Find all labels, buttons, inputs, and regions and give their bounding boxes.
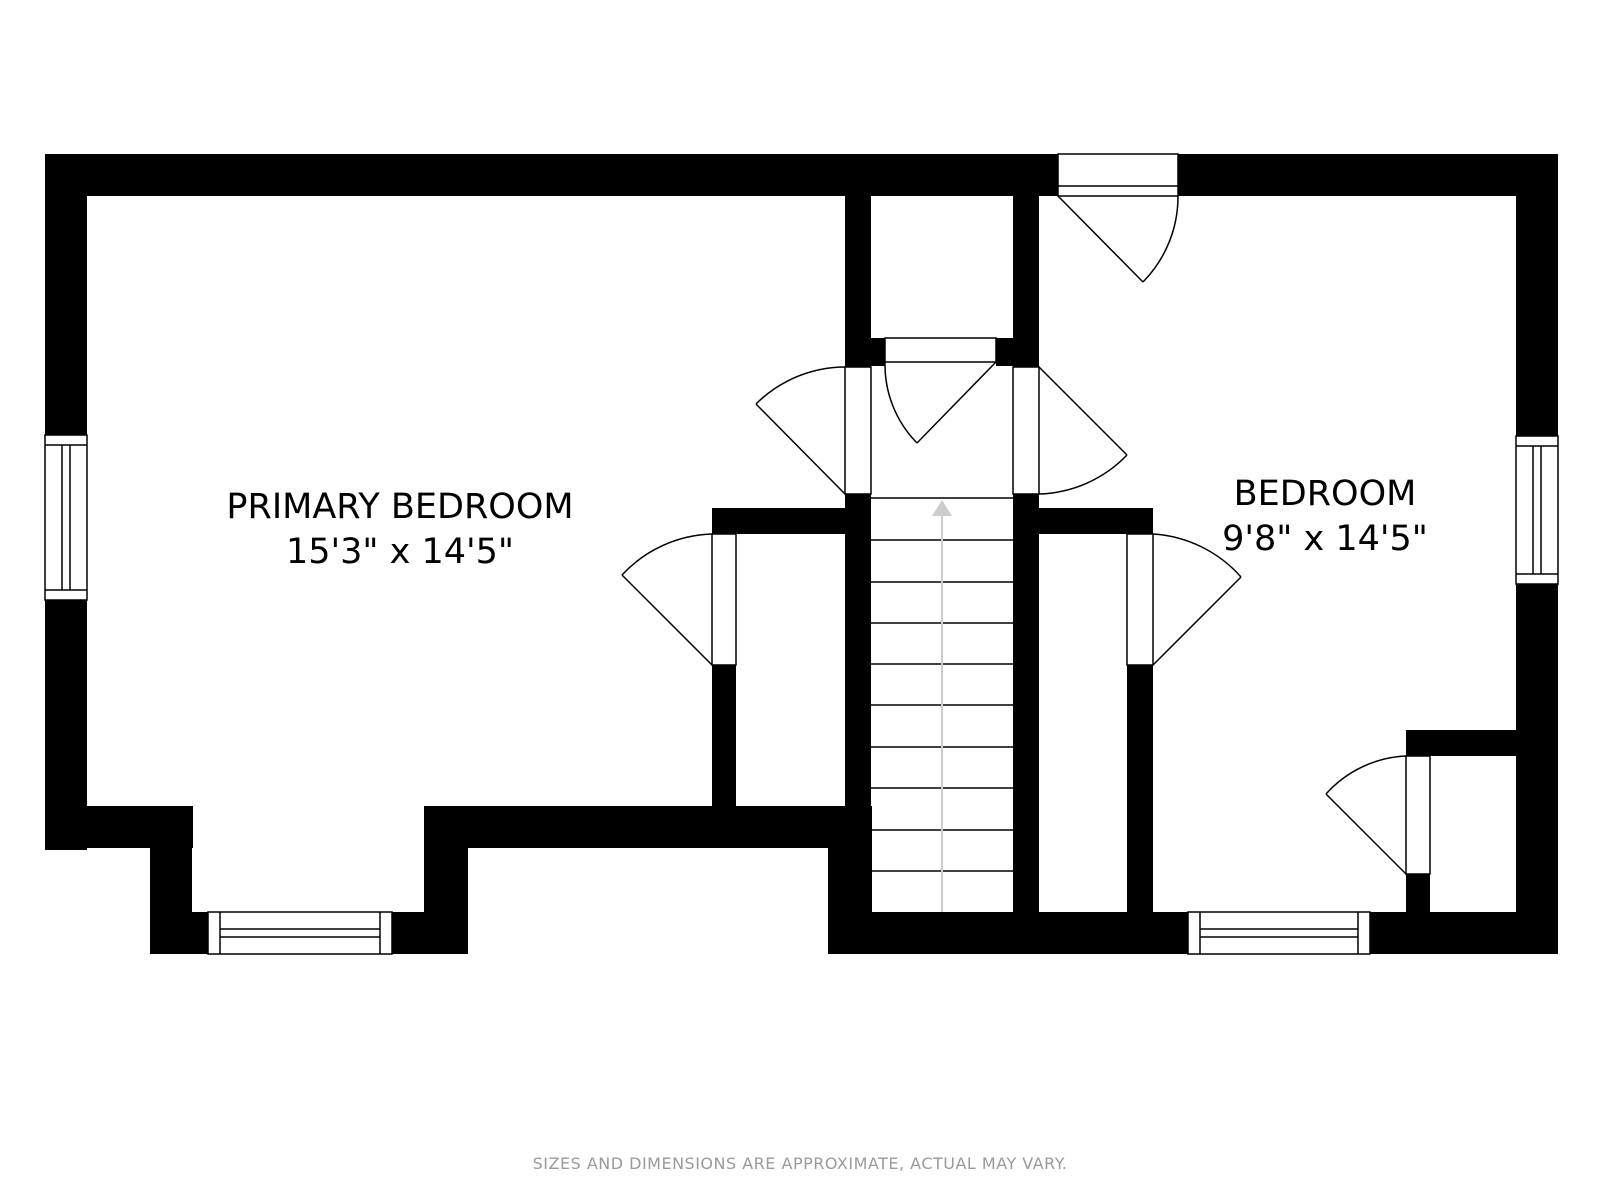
windows (44, 434, 1559, 955)
window-icon (44, 434, 88, 601)
doors (621, 153, 1431, 875)
window-icon (1187, 911, 1371, 955)
bedroom-size: 9'8" x 14'5" (1222, 519, 1428, 559)
disclaimer-text: SIZES AND DIMENSIONS ARE APPROXIMATE, AC… (533, 1154, 1068, 1173)
bedroom-name: BEDROOM (1234, 474, 1417, 514)
walls (45, 154, 1558, 954)
door-swing-icon (755, 366, 872, 495)
stair-direction-arrow-icon (932, 500, 952, 912)
door-swing-icon (884, 337, 997, 444)
door-swing-icon (1325, 755, 1431, 875)
window-icon (207, 911, 393, 955)
door-swing-icon (1126, 533, 1242, 666)
door-swing-icon (621, 533, 737, 666)
primary-bedroom-size: 15'3" x 14'5" (286, 532, 514, 572)
primary-bedroom-name: PRIMARY BEDROOM (226, 487, 573, 527)
door-swing-icon (1057, 153, 1179, 283)
door-swing-icon (1012, 366, 1128, 495)
window-icon (1515, 435, 1559, 585)
